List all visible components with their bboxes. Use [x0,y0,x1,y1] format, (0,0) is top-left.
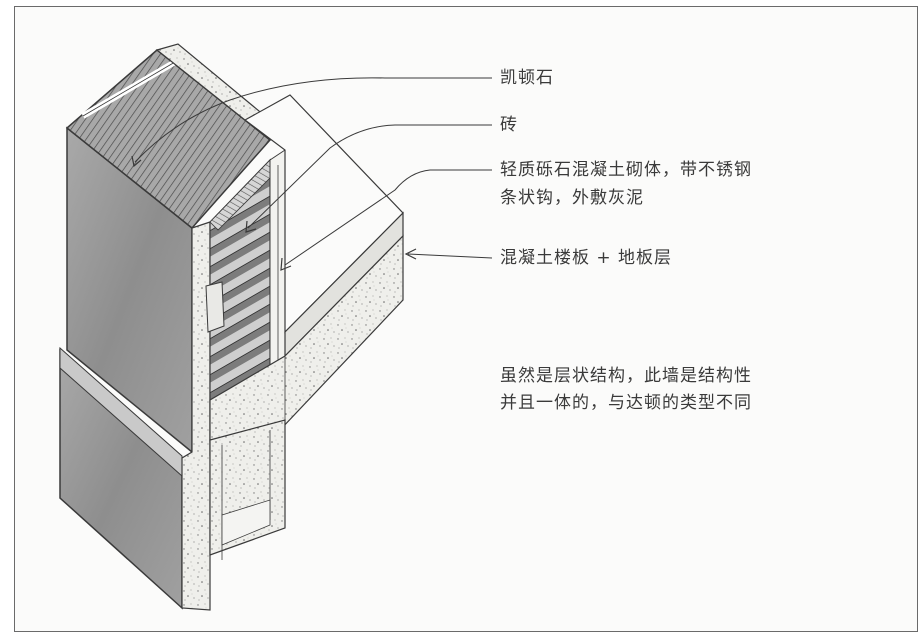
label-kaidun-stone: 凯顿石 [500,68,554,88]
label-masonry-line1: 轻质砾石混凝土砌体，带不锈钢 [500,160,752,180]
leader-brick [245,124,492,233]
label-brick: 砖 [500,115,518,135]
note-line1: 虽然是层状结构，此墙是结构性 [500,366,752,386]
render-layers [269,149,286,394]
leader-masonry [280,169,492,271]
lower-wall [209,419,286,560]
label-floor-slab: 混凝土楼板 + 地板层 [500,248,673,268]
leader-floor-slab [404,248,493,260]
note-line2: 并且一体的，与达顿的类型不同 [500,393,752,413]
leader-kaidun-stone [131,77,492,168]
label-masonry-line2: 条状钩，外敷灰泥 [500,188,644,208]
